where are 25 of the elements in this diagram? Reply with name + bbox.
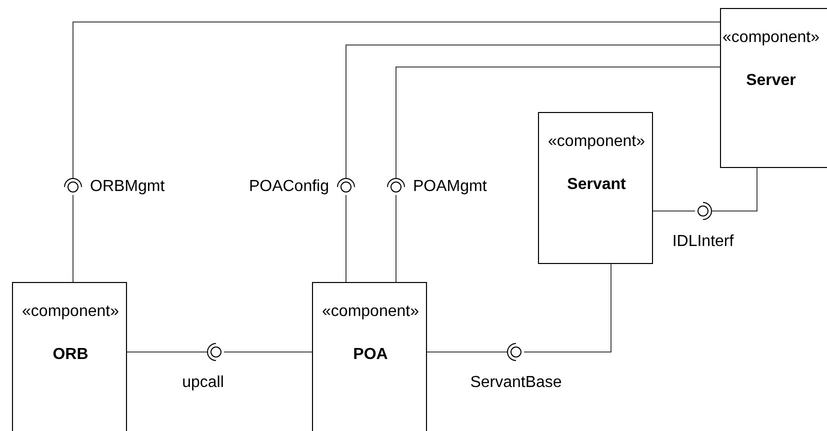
interface-label: IDLInterf <box>672 232 734 252</box>
connector-line <box>524 264 612 352</box>
interface-label: ORBMgmt <box>90 177 165 197</box>
interface-label: upcall <box>182 373 224 393</box>
interface-label: POAConfig <box>248 177 329 197</box>
component-box <box>720 8 827 168</box>
connector-line <box>396 66 720 180</box>
interface-label: ServantBase <box>470 373 562 393</box>
connector-line <box>346 44 720 180</box>
connector-line <box>710 168 758 212</box>
component-name: ORB <box>52 345 90 365</box>
stereotype-label: «component» <box>722 28 820 48</box>
component-name: Server <box>745 71 797 91</box>
interface-label: POAMgmt <box>413 177 487 197</box>
component-box <box>12 282 127 431</box>
component-box <box>538 112 653 264</box>
stereotype-label: «component» <box>21 302 120 322</box>
connector-line <box>72 194 74 282</box>
component-name: Servant <box>566 175 627 195</box>
component-name: POA <box>352 345 389 365</box>
stereotype-label: «component» <box>321 302 420 322</box>
component-box <box>312 282 427 431</box>
connector-line <box>72 22 720 180</box>
stereotype-label: «component» <box>547 132 646 152</box>
connector-line <box>652 210 696 212</box>
